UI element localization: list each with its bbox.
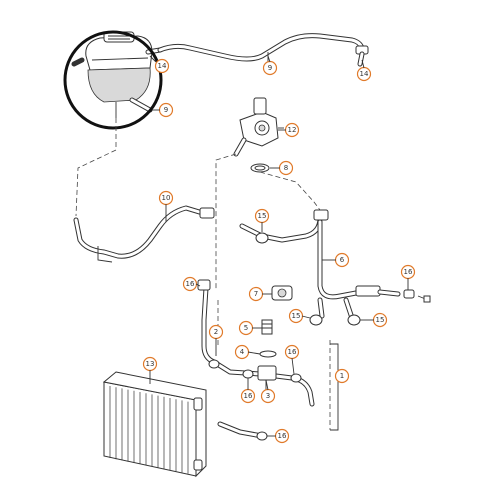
radiator xyxy=(102,371,207,478)
svg-text:7: 7 xyxy=(254,290,258,298)
callout-10: 10 xyxy=(158,190,174,206)
callout-9b: 9 xyxy=(158,102,174,118)
callout-16b: 16 xyxy=(400,264,416,280)
callout-8: 8 xyxy=(278,160,294,176)
upper-hose-end-clamp xyxy=(355,45,369,67)
callout-16d: 16 xyxy=(240,388,256,404)
svg-text:8: 8 xyxy=(284,164,288,172)
svg-text:14: 14 xyxy=(360,70,369,78)
callout-15a: 15 xyxy=(254,208,270,224)
callout-4: 4 xyxy=(234,344,250,360)
callout-15c: 15 xyxy=(372,312,388,328)
svg-text:6: 6 xyxy=(340,256,345,264)
bracket-1 xyxy=(330,343,339,431)
svg-text:10: 10 xyxy=(162,194,171,202)
callout-7: 7 xyxy=(248,286,264,302)
tank-highlight-circle xyxy=(63,30,163,130)
callout-16e: 16 xyxy=(274,428,290,444)
coolant-pump-housing xyxy=(233,97,284,157)
svg-text:3: 3 xyxy=(266,392,270,400)
callout-2: 2 xyxy=(208,324,224,340)
lower-hose xyxy=(73,205,215,263)
lower-pipes xyxy=(197,279,315,441)
callout-14b: 14 xyxy=(356,66,372,82)
svg-text:13: 13 xyxy=(146,360,155,368)
svg-text:15: 15 xyxy=(292,312,301,320)
callout-6: 6 xyxy=(334,252,350,268)
svg-text:16: 16 xyxy=(288,348,297,356)
sensor-7 xyxy=(271,285,293,301)
clips-right xyxy=(255,232,431,326)
svg-text:12: 12 xyxy=(288,126,297,134)
svg-text:16: 16 xyxy=(186,280,195,288)
svg-text:16: 16 xyxy=(278,432,287,440)
callout-16c: 16 xyxy=(284,344,300,360)
callout-14a: 14 xyxy=(154,58,170,74)
svg-text:14: 14 xyxy=(158,62,167,70)
callout-16a: 16 xyxy=(182,276,198,292)
sealing-ring xyxy=(250,163,270,173)
svg-text:2: 2 xyxy=(214,328,218,336)
callout-13: 13 xyxy=(142,356,158,372)
svg-text:9: 9 xyxy=(268,64,272,72)
callout-12: 12 xyxy=(284,122,300,138)
leader-lines xyxy=(149,55,409,437)
callout-15b: 15 xyxy=(288,308,304,324)
right-hose-assembly xyxy=(239,209,401,321)
svg-text:15: 15 xyxy=(376,316,385,324)
svg-text:4: 4 xyxy=(240,348,245,356)
reference-lines xyxy=(75,118,331,455)
callout-1: 1 xyxy=(334,368,350,384)
upper-hose xyxy=(157,33,365,62)
svg-text:16: 16 xyxy=(244,392,253,400)
callout-3: 3 xyxy=(260,388,276,404)
svg-text:9: 9 xyxy=(164,106,168,114)
svg-text:1: 1 xyxy=(340,372,344,380)
callout-5: 5 xyxy=(238,320,254,336)
svg-text:16: 16 xyxy=(404,268,413,276)
callout-9: 9 xyxy=(262,60,278,76)
svg-text:15: 15 xyxy=(258,212,267,220)
svg-text:5: 5 xyxy=(244,324,248,332)
